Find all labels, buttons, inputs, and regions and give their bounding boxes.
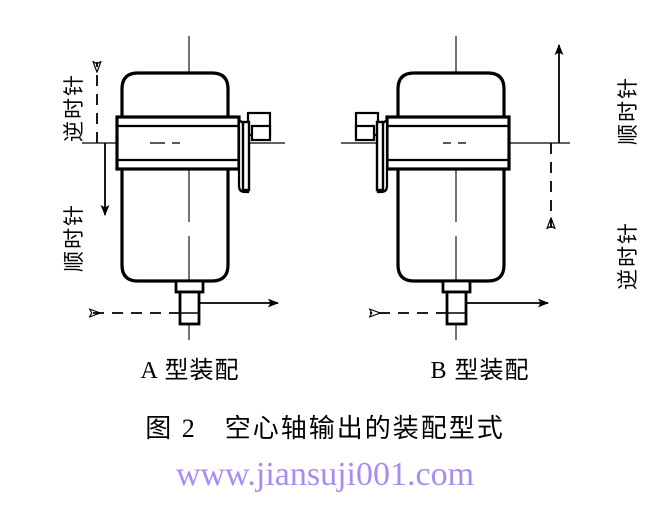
diagram-type-a <box>82 36 285 340</box>
output-shaft-b <box>441 279 472 326</box>
site-watermark: www.jiansuji001.com <box>175 456 475 493</box>
diagram-type-b <box>341 36 570 340</box>
caption-type-a: A 型装配 <box>140 358 240 384</box>
terminal-box-a <box>237 111 272 194</box>
label-counterclockwise-left: 逆时针 <box>62 73 86 142</box>
label-clockwise-right: 顺时针 <box>616 76 640 145</box>
motor-body-a <box>120 71 230 283</box>
label-clockwise-left: 顺时针 <box>62 203 86 272</box>
label-counterclockwise-right: 逆时针 <box>616 221 640 290</box>
motor-body-b <box>396 71 506 283</box>
output-shaft-a <box>174 279 205 326</box>
figure-title: 图 2 空心轴输出的装配型式 <box>145 414 505 443</box>
caption-type-b: B 型装配 <box>430 358 530 384</box>
terminal-box-b <box>354 111 389 194</box>
